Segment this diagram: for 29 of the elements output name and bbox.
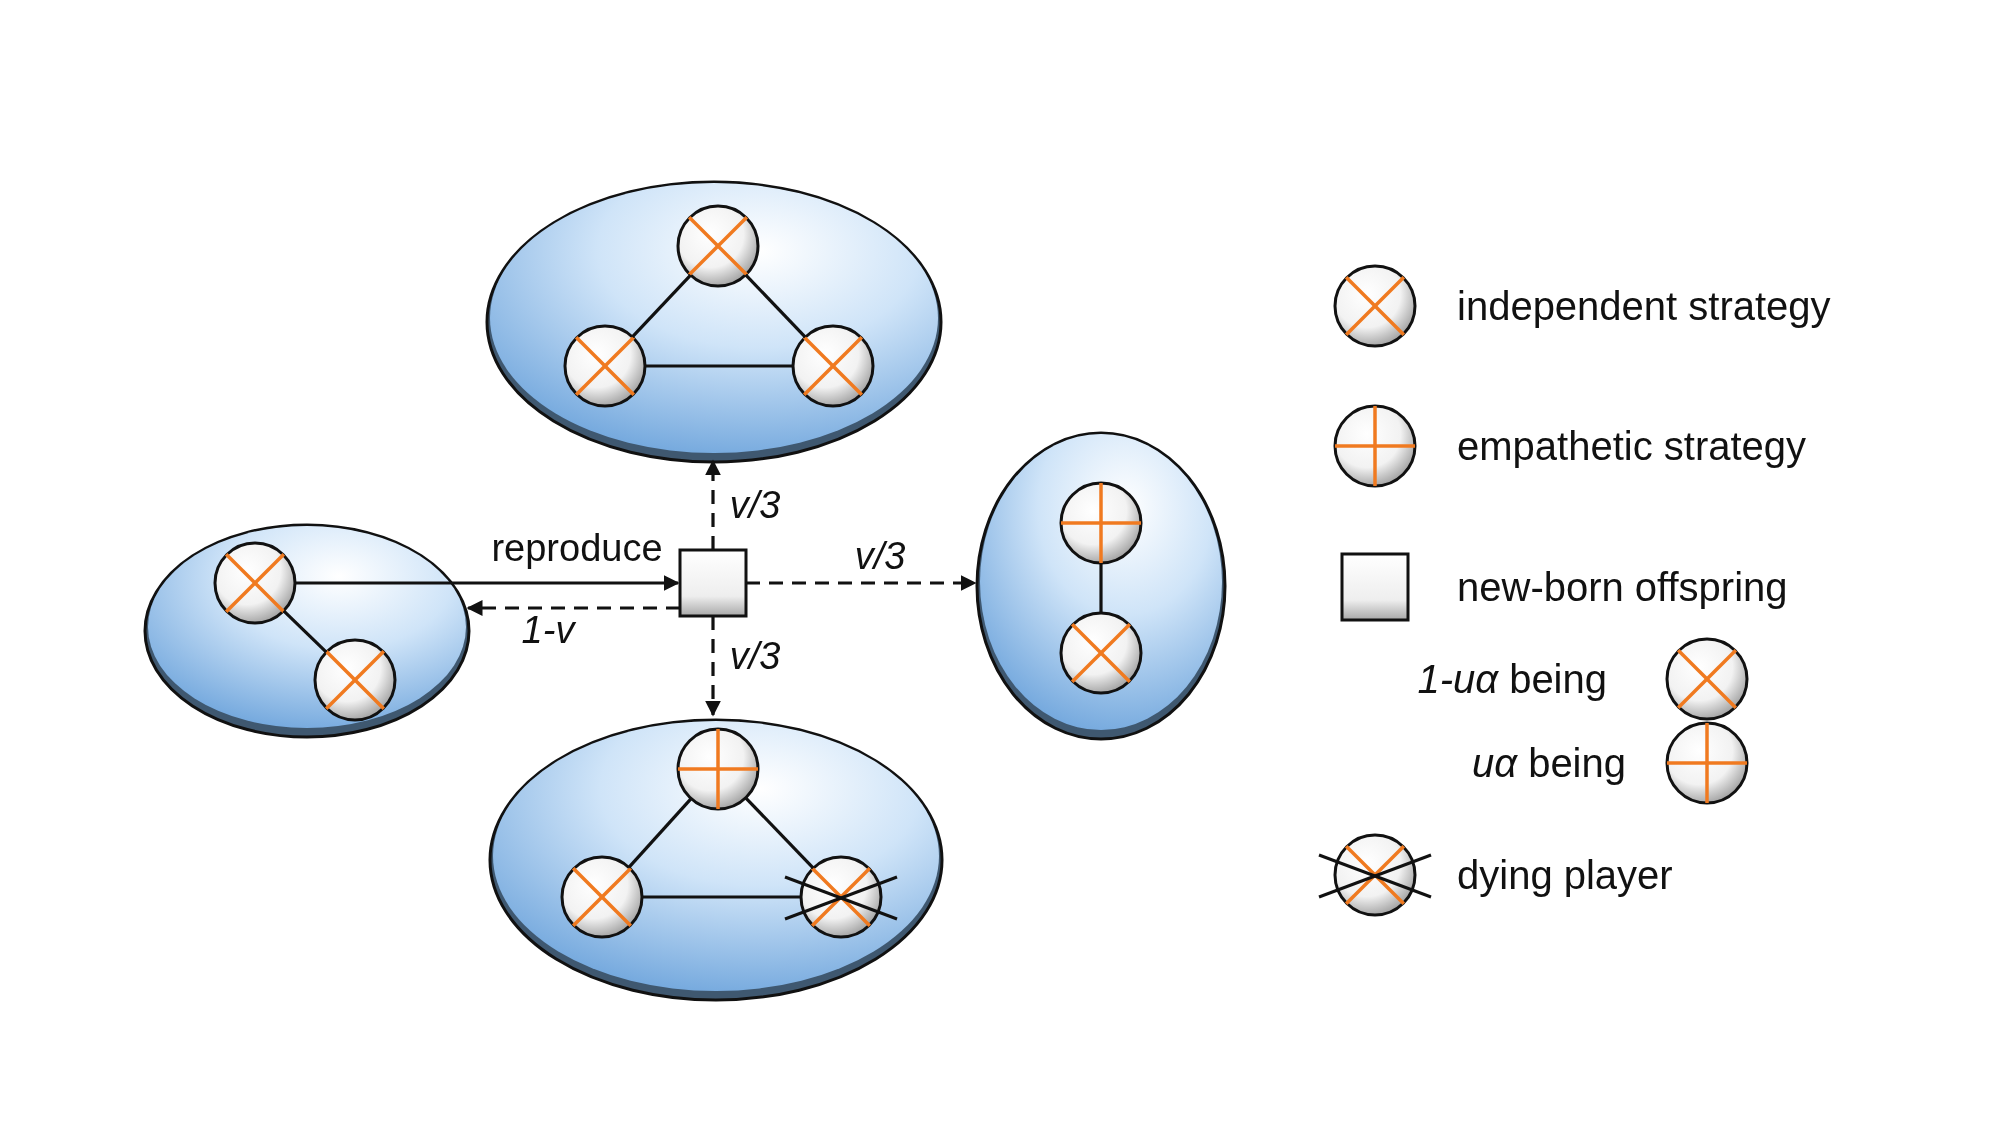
connector-line	[1099, 563, 1103, 613]
connector-line	[642, 895, 801, 899]
cross-circle	[559, 854, 645, 940]
cross-circle	[1058, 610, 1144, 696]
legend-text: independent strategy	[1457, 284, 1831, 328]
legend-text: uα being	[1471, 741, 1626, 785]
offspring-square	[678, 548, 748, 618]
legend-text: new-born offspring	[1457, 565, 1788, 609]
connector-line	[744, 273, 807, 339]
cross-circle	[675, 203, 761, 289]
dashed-arrow	[705, 616, 721, 717]
cross-circle	[562, 323, 648, 409]
connector-line	[631, 274, 692, 338]
legend-text: empathetic strategy	[1457, 424, 1807, 468]
connector-line	[744, 796, 815, 870]
cross-circle	[312, 637, 398, 723]
dashed-arrow	[466, 600, 680, 616]
plus-circle	[675, 726, 761, 812]
legend-text: 1-uα being	[1417, 657, 1607, 701]
dashed-arrow	[746, 575, 977, 591]
dying-player-circle	[782, 854, 900, 940]
plus-circle	[1058, 480, 1144, 566]
cross-circle	[790, 323, 876, 409]
legend-text: dying player	[1457, 853, 1673, 897]
connector-line	[282, 609, 328, 654]
connector-line	[627, 797, 693, 869]
arrow	[295, 575, 680, 591]
cross-circle	[212, 540, 298, 626]
connector-line	[645, 364, 793, 368]
